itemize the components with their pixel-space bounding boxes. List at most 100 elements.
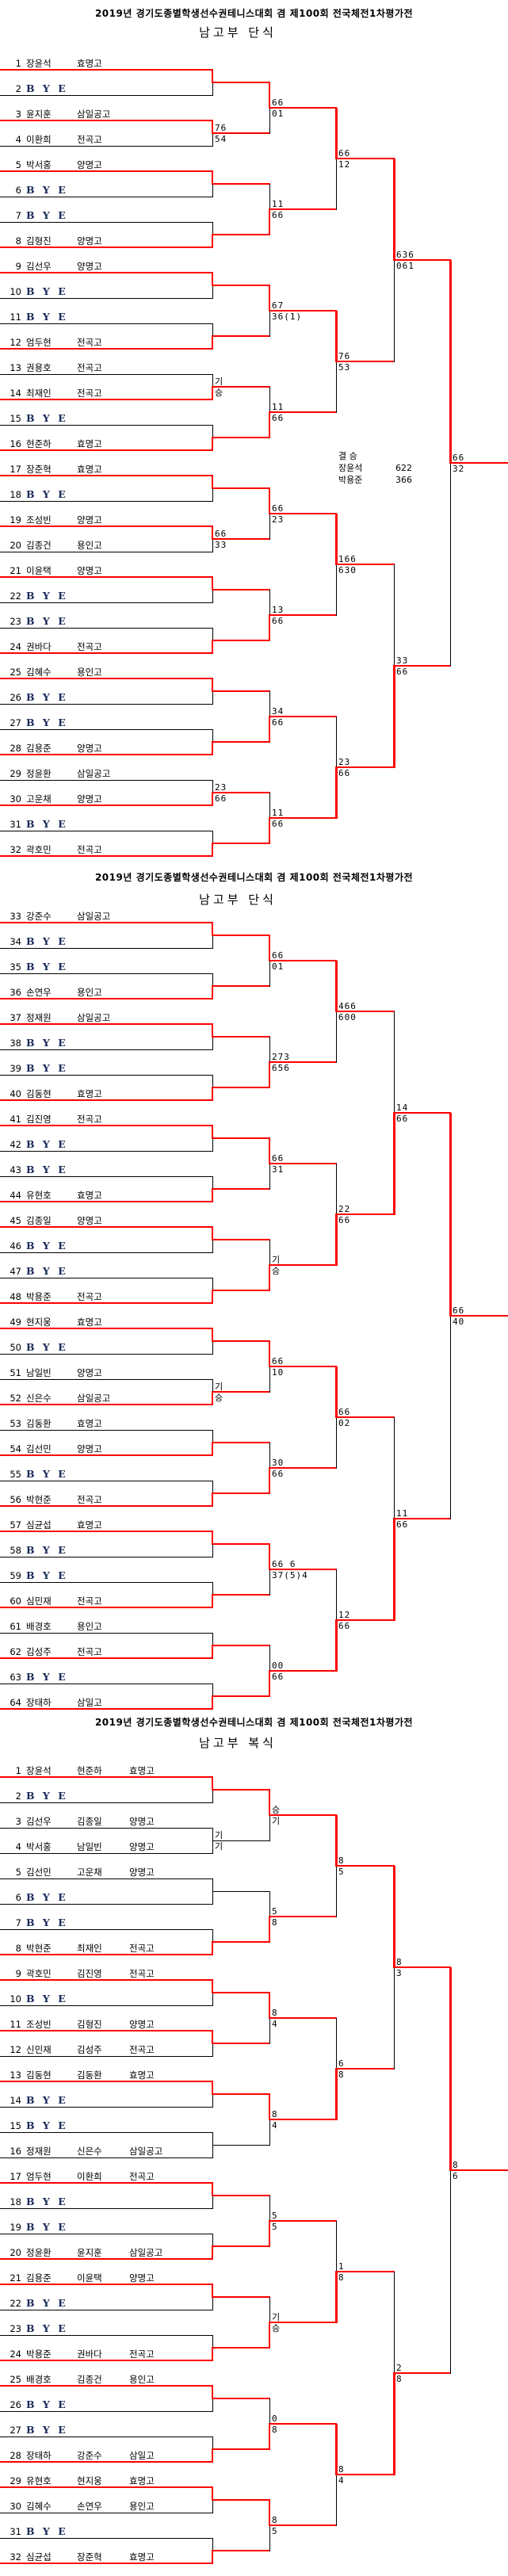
entry-number: 28 bbox=[10, 743, 21, 754]
winner-path-line bbox=[212, 1188, 270, 1190]
player-name: 정윤환 bbox=[26, 2247, 52, 2258]
winner-path-line bbox=[0, 922, 213, 923]
player-name: 유현호 bbox=[26, 1190, 52, 1201]
event-subtitle: 남고부 단식 bbox=[199, 25, 277, 40]
player-name: 엄두현 bbox=[26, 337, 52, 348]
player-name: 배경호 bbox=[26, 1621, 52, 1632]
score-bottom: 54 bbox=[215, 134, 227, 144]
bracket-line bbox=[269, 311, 270, 337]
bracket-line bbox=[450, 1316, 451, 1519]
bracket-line bbox=[212, 1582, 213, 1595]
score-top: 66 bbox=[272, 97, 285, 108]
winner-path-line bbox=[212, 386, 270, 388]
winner-path-line bbox=[212, 132, 270, 134]
school-name: 삼일공고 bbox=[77, 768, 111, 779]
bracket-line bbox=[269, 514, 270, 540]
score-bottom: 33 bbox=[215, 540, 227, 550]
bracket-line bbox=[269, 1891, 270, 1917]
entry-number: 14 bbox=[10, 388, 21, 399]
bracket-line bbox=[394, 1011, 395, 1113]
bracket-line bbox=[212, 2500, 213, 2513]
winner-path-line bbox=[212, 843, 213, 857]
entry-number: 22 bbox=[10, 2298, 21, 2309]
score-top: 76 bbox=[338, 351, 351, 361]
school-name: 삼일공고 bbox=[77, 1393, 111, 1404]
winner-path-line bbox=[336, 2068, 395, 2070]
winner-path-line bbox=[0, 2360, 213, 2361]
school-name: 전곡고 bbox=[77, 1291, 102, 1302]
winner-path-line bbox=[269, 817, 337, 819]
winner-path-line bbox=[336, 1865, 395, 1867]
score-bottom: 승 bbox=[272, 1266, 281, 1276]
score-bottom: 8 bbox=[396, 2374, 403, 2384]
bracket-line bbox=[0, 2436, 213, 2437]
winner-path-line bbox=[269, 310, 337, 311]
score-bottom: 승 bbox=[215, 1393, 224, 1403]
winner-path-line bbox=[0, 1954, 213, 1955]
entry-number: 49 bbox=[10, 1317, 21, 1328]
school-name: 용인고 bbox=[77, 987, 102, 998]
winner-path-line bbox=[393, 159, 395, 261]
bracket-line bbox=[212, 1379, 213, 1392]
entry-number: 1 bbox=[15, 58, 21, 69]
tournament-title: 2019년 경기도종별학생선수권테니스대회 겸 제100회 전국체전1차평가전 bbox=[94, 872, 414, 883]
winner-path-line bbox=[212, 2245, 213, 2260]
entry-number: 5 bbox=[15, 159, 21, 170]
score-bottom: 32 bbox=[453, 464, 465, 474]
bracket-line bbox=[269, 1037, 270, 1062]
school-name: 효명고 bbox=[129, 2070, 155, 2081]
entry-number: 7 bbox=[15, 1917, 21, 1928]
bracket-line bbox=[394, 564, 395, 666]
partner-name: 이환희 bbox=[77, 2171, 102, 2182]
player-name: 권바다 bbox=[26, 641, 52, 652]
bye-label: B Y E bbox=[26, 1341, 68, 1353]
bracket-line bbox=[336, 1569, 337, 1620]
player-name: 조성빈 bbox=[26, 2019, 52, 2030]
score-bottom: 5 bbox=[338, 1867, 345, 1877]
winner-path-line bbox=[212, 1980, 213, 1993]
score-bottom: 4 bbox=[272, 2120, 278, 2131]
bracket-line bbox=[0, 2132, 213, 2133]
entry-number: 19 bbox=[10, 2222, 21, 2233]
winner-path-line bbox=[0, 1023, 213, 1025]
winner-path-line bbox=[269, 2500, 270, 2526]
winner-path-line bbox=[0, 2563, 213, 2564]
entry-number: 46 bbox=[10, 1240, 21, 1252]
winner-path-line bbox=[269, 1670, 270, 1697]
winner-path-line bbox=[269, 208, 270, 235]
entry-number: 23 bbox=[10, 616, 21, 627]
partner-name: 강준수 bbox=[77, 2450, 102, 2461]
winner-path-line bbox=[269, 1790, 270, 1816]
score-bottom: 66 bbox=[272, 413, 285, 423]
bye-label: B Y E bbox=[26, 590, 68, 602]
winner-path-line bbox=[269, 1814, 337, 1816]
score-top: 8 bbox=[272, 2008, 278, 2018]
entry-number: 13 bbox=[10, 362, 21, 373]
bracket-line bbox=[0, 2005, 213, 2006]
player-name: 장윤석 bbox=[26, 1765, 52, 1776]
final-runner-up-score: 366 bbox=[395, 475, 412, 485]
winner-path-line bbox=[394, 1518, 451, 1519]
school-name: 양명고 bbox=[129, 2019, 155, 2030]
school-name: 양명고 bbox=[77, 793, 102, 805]
bracket-line bbox=[212, 82, 213, 96]
winner-path-line bbox=[0, 855, 213, 857]
bracket-line bbox=[212, 1240, 213, 1253]
entry-number: 47 bbox=[10, 1266, 21, 1277]
score-top: 2 bbox=[396, 2363, 403, 2373]
winner-path-line bbox=[335, 766, 338, 819]
bye-label: B Y E bbox=[26, 1468, 68, 1480]
bracket-line bbox=[336, 2475, 337, 2526]
winner-path-line bbox=[269, 1544, 270, 1570]
bracket-line bbox=[212, 973, 213, 986]
